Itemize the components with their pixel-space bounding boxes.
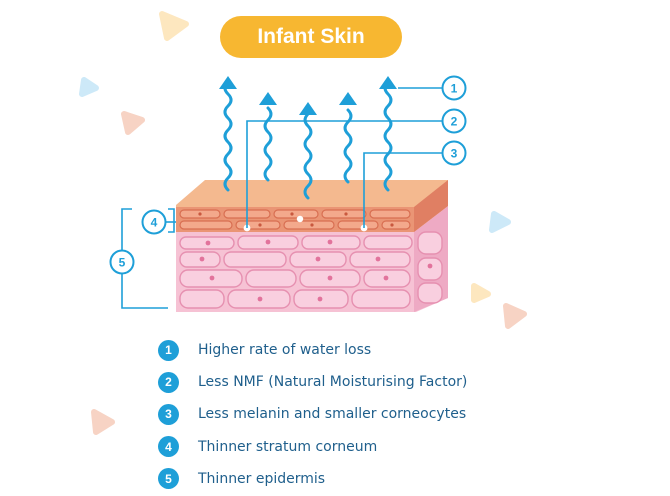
legend-number: 1: [158, 339, 179, 361]
legend-text: Higher rate of water loss: [198, 342, 372, 359]
legend-number: 2: [158, 371, 179, 393]
callout-5: 5: [109, 249, 135, 275]
svg-text:2: 2: [451, 115, 458, 129]
arrow-up-icon: [219, 76, 237, 89]
legend-item: 3 Less melanin and smaller corneocytes: [158, 398, 578, 430]
svg-text:1: 1: [451, 82, 458, 96]
legend-item: 2 Less NMF (Natural Moisturising Factor): [158, 366, 578, 398]
page-title: Infant Skin: [220, 16, 402, 58]
svg-text:4: 4: [151, 216, 158, 230]
decorative-triangles: [79, 11, 527, 435]
arrow-up-icon: [259, 92, 277, 105]
legend-text: Thinner epidermis: [198, 470, 326, 487]
arrow-up-icon: [299, 102, 317, 115]
legend-number: 4: [158, 436, 179, 458]
callout-2: 2: [441, 108, 467, 134]
epidermis-block: [176, 206, 448, 312]
legend: 1 Higher rate of water loss 2 Less NMF (…: [158, 334, 578, 495]
legend-item: 1 Higher rate of water loss: [158, 334, 578, 366]
svg-text:5: 5: [119, 256, 126, 270]
arrow-up-icon: [339, 92, 357, 105]
legend-number: 5: [158, 468, 179, 490]
callout-4: 4: [141, 209, 167, 235]
callout-1: 1: [441, 75, 467, 101]
arrow-up-icon: [379, 76, 397, 89]
callout-3: 3: [441, 140, 467, 166]
legend-text: Thinner stratum corneum: [198, 438, 378, 455]
legend-item: 4 Thinner stratum corneum: [158, 431, 578, 463]
corneocyte-dot: [296, 215, 304, 223]
legend-item: 5 Thinner epidermis: [158, 463, 578, 495]
stratum-corneum: [176, 180, 448, 232]
legend-text: Less NMF (Natural Moisturising Factor): [198, 374, 468, 391]
arrow-heads: [219, 76, 397, 115]
legend-number: 3: [158, 403, 179, 425]
legend-text: Less melanin and smaller corneocytes: [198, 406, 467, 423]
water-loss-arrows: [223, 80, 393, 200]
svg-text:3: 3: [451, 147, 458, 161]
